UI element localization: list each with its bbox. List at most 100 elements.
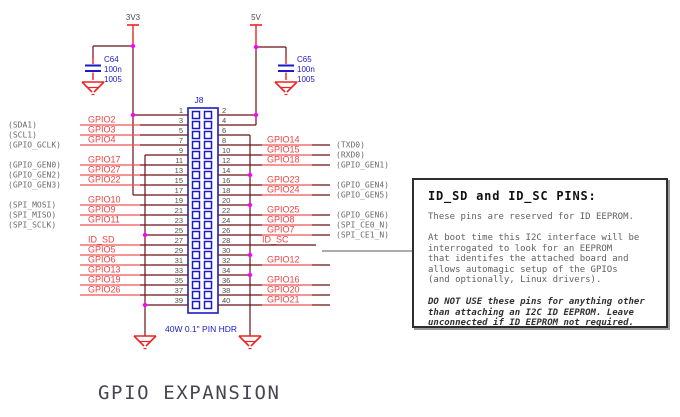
pin-square [203,270,213,280]
pin-number-26: 26 [222,226,230,235]
pin-square [191,120,201,130]
pin-number-6: 6 [222,126,226,135]
pin-square [203,170,213,180]
note-line: interrogated to look for an EEPROM [428,243,613,254]
pin-square [191,200,201,210]
pin-number-31: 31 [175,256,183,265]
sheet-title: GPIO EXPANSION [98,382,281,404]
cap-value: 100n [297,65,315,74]
pin-square [191,290,201,300]
net-label-id_sd: ID_SD [88,235,115,245]
pin-number-28: 28 [222,236,230,245]
alias-label: (GPIO_GCLK) [8,141,61,150]
net-label-gpio2: GPIO2 [88,115,116,125]
pin-number-38: 38 [222,286,230,295]
ground-symbol [145,335,157,347]
net-label-gpio7: GPIO7 [267,225,295,235]
note-line: At boot time this I2C interface will be [428,233,640,244]
net-label-id_sc: ID_SC [262,235,289,245]
pin-number-10: 10 [222,146,230,155]
cap-refdes: C65 [297,55,312,64]
net-label-gpio13: GPIO13 [88,265,121,275]
pin-square [191,190,201,200]
net-label-gpio22: GPIO22 [88,175,121,185]
net-label-gpio10: GPIO10 [88,195,121,205]
pin-number-13: 13 [175,166,183,175]
pin-square [191,270,201,280]
pin-number-15: 15 [175,176,183,185]
note-line: that identifes the attached board and [428,254,629,265]
junction-dot [142,232,148,238]
alias-label: (GPIO_GEN5) [336,191,389,200]
alias-label: (SPI_SCLK) [8,221,56,230]
alias-label: (SCL1) [8,131,37,140]
note-line: unconnected if ID EEPROM not required. [428,318,634,329]
pin-square [203,260,213,270]
note-warning: DO NOT USE these pins for anything other… [428,297,654,328]
pin-square [203,230,213,240]
junction-dot [247,272,253,278]
pin-number-7: 7 [179,136,183,145]
power-flag-5v: 5V [251,13,261,22]
ground-symbol [133,335,145,347]
pin-number-22: 22 [222,206,230,215]
pin-number-25: 25 [175,226,183,235]
alias-label: (SPI_CE0_N) [336,221,389,230]
pin-square [203,180,213,190]
pin-square [203,110,213,120]
connector-body [187,107,219,314]
pin-square [203,240,213,250]
pin-square [203,250,213,260]
connector-refdes: J8 [195,95,204,105]
note-title: ID_SD and ID_SC PINS: [428,189,597,203]
pin-number-8: 8 [222,136,226,145]
junction-dot [130,112,136,118]
pin-number-36: 36 [222,276,230,285]
net-label-gpio12: GPIO12 [267,255,300,265]
pin-number-11: 11 [175,156,183,165]
pin-square [191,250,201,260]
junction-dot [142,302,148,308]
net-label-gpio18: GPIO18 [267,155,300,165]
alias-label: (GPIO_GEN6) [336,211,389,220]
ground-symbol [286,81,298,93]
power-flag-3v3: 3V3 [126,13,141,22]
pin-square [191,240,201,250]
pin-number-1: 1 [179,106,183,115]
junction-dot [253,44,259,50]
note-para-boot: At boot time this I2C interface will be … [428,233,654,285]
junction-dot [247,252,253,258]
pin-number-35: 35 [175,276,183,285]
note-line: DO NOT USE these pins for anything other [428,297,645,308]
pin-number-20: 20 [222,196,230,205]
pin-square [203,290,213,300]
net-label-gpio23: GPIO23 [267,175,300,185]
pin-square [203,210,213,220]
pin-square [203,120,213,130]
pin-number-24: 24 [222,216,230,225]
pin-square [191,220,201,230]
ground-symbol [250,335,262,347]
pin-square [191,150,201,160]
alias-label: (GPIO_GEN2) [8,171,61,180]
net-label-gpio14: GPIO14 [267,135,300,145]
pin-square [191,300,201,310]
net-label-gpio15: GPIO15 [267,145,300,155]
pin-square [191,140,201,150]
ground-symbol [93,81,105,93]
net-label-gpio4: GPIO4 [88,135,116,145]
pin-square [203,200,213,210]
junction-dot [130,43,136,49]
net-label-gpio3: GPIO3 [88,125,116,135]
cap-size: 1005 [104,75,122,84]
pin-square [191,170,201,180]
pin-number-34: 34 [222,266,230,275]
pin-square [191,160,201,170]
alias-label: (SPI_CE1_N) [336,231,389,240]
net-label-gpio25: GPIO25 [267,205,300,215]
pin-number-29: 29 [175,246,183,255]
net-label-gpio24: GPIO24 [267,185,300,195]
net-label-gpio19: GPIO19 [88,275,121,285]
pin-square [191,260,201,270]
net-label-gpio21: GPIO21 [267,295,300,305]
